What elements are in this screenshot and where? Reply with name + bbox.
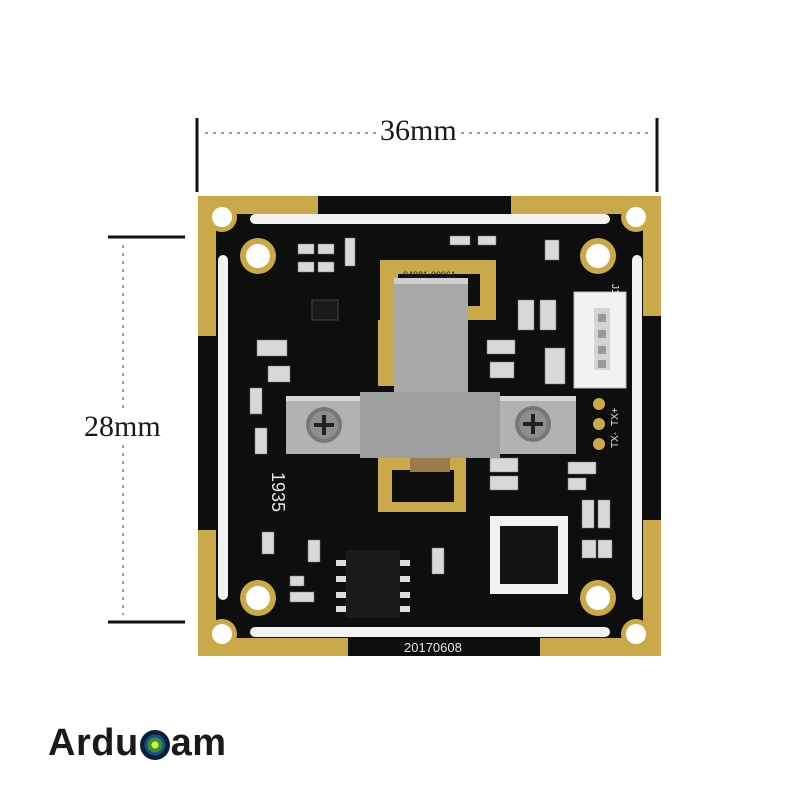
- metal-bracket: [286, 278, 576, 458]
- part-number-text: 04081-00061: [403, 270, 456, 280]
- mounting-hole: [240, 580, 276, 616]
- mounting-hole: [207, 619, 237, 649]
- chip-u7: [311, 299, 339, 321]
- width-dimension: [195, 118, 659, 192]
- arducam-logo: Ardu am: [48, 722, 227, 765]
- mounting-hole: [240, 238, 276, 274]
- mounting-hole: [207, 202, 237, 232]
- logo-text-before: Ardu: [48, 722, 139, 764]
- camera-lens-icon: [139, 729, 170, 760]
- mounting-hole: [621, 619, 651, 649]
- connector-label: J1: [609, 284, 620, 295]
- smd-components: [249, 235, 613, 603]
- silkscreen-mark: 1935: [268, 472, 288, 512]
- mounting-hole: [621, 202, 651, 232]
- sensor-pad-bottom: [378, 452, 466, 512]
- width-dimension-label: 36mm: [376, 114, 461, 148]
- logo-text-after: am: [170, 722, 227, 764]
- chip-u1: [490, 516, 568, 594]
- screw-right: [515, 406, 551, 442]
- mounting-hole: [580, 238, 616, 274]
- mounting-hole: [580, 580, 616, 616]
- screw-left: [306, 407, 342, 443]
- tx-pads: [593, 398, 605, 450]
- pin-label-tx-minus: TX-: [610, 432, 621, 448]
- connector-j1: [573, 291, 627, 389]
- height-dimension-label: 28mm: [80, 410, 165, 444]
- pin-label-tx-plus: TX+: [610, 407, 621, 426]
- date-code-text: 20170608: [404, 640, 462, 655]
- chip-u3: [336, 550, 410, 618]
- date-code-label: 20170608: [395, 638, 491, 656]
